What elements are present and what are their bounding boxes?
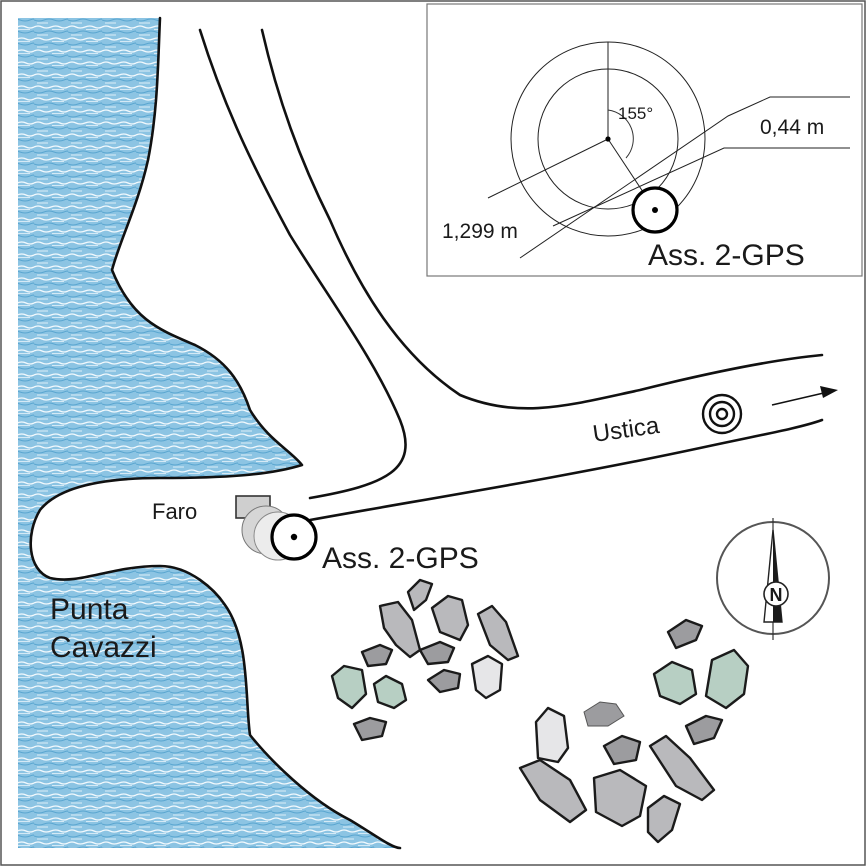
- road-edge-upper: [260, 28, 824, 410]
- rock-cluster-west: [330, 578, 520, 742]
- road-edge-lower: [198, 28, 407, 500]
- inset-radius-label: 1,299 m: [442, 220, 518, 243]
- ustica-target-icon: [701, 393, 743, 435]
- sea-area: [18, 18, 400, 848]
- headland-label-line1: Punta: [50, 593, 129, 626]
- compass-rose-icon: [716, 518, 830, 640]
- direction-arrow-shaft: [771, 391, 829, 406]
- gps-station-marker: [241, 505, 318, 561]
- direction-arrow-head: [820, 386, 838, 398]
- lighthouse-label: Faro: [152, 499, 197, 524]
- rock-cluster-east: [518, 618, 750, 844]
- compass-north-letter: N: [770, 585, 783, 605]
- inset-angle-label: 155°: [618, 104, 653, 123]
- inset-offset-label: 0,44 m: [760, 116, 824, 139]
- inset-station-label: Ass. 2-GPS: [648, 239, 805, 272]
- inset-panel: [426, 3, 863, 277]
- gps-station-label: Ass. 2-GPS: [322, 542, 479, 575]
- road-edge-south: [308, 418, 824, 522]
- coastline: [29, 16, 402, 850]
- headland-label-line2: Cavazzi: [50, 631, 157, 664]
